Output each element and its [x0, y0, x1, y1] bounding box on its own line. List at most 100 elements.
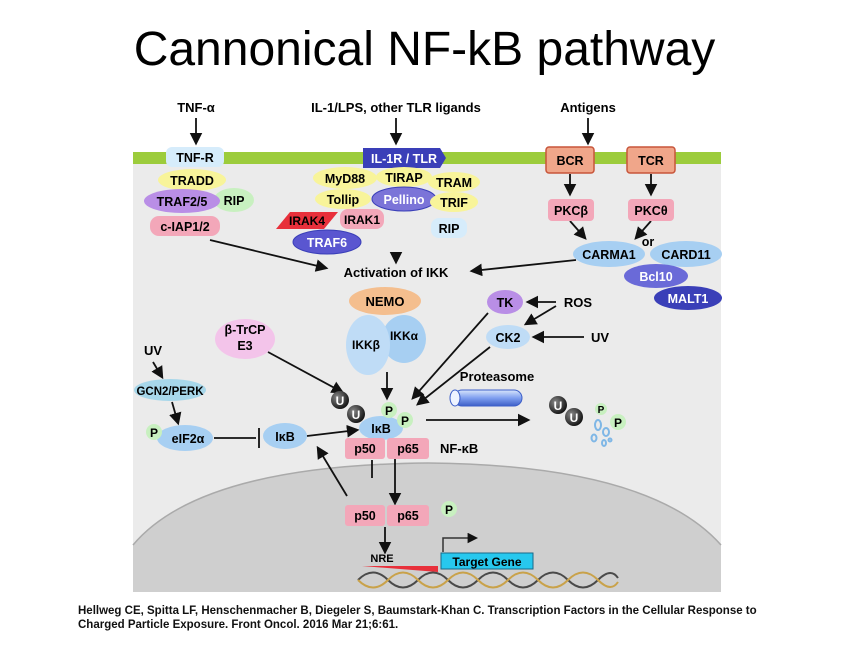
p65-cyto-node: [387, 438, 429, 459]
p65-nucleus-phospho: [441, 501, 457, 517]
svg-text:U: U: [554, 399, 563, 413]
svg-text:TRIF: TRIF: [440, 196, 468, 210]
svg-text:IRAK1: IRAK1: [344, 213, 380, 227]
svg-text:p50: p50: [354, 442, 376, 456]
svg-text:PKCθ: PKCθ: [634, 204, 667, 218]
nemo-node: [349, 287, 421, 315]
svg-text:P: P: [385, 404, 393, 418]
svg-text:BCR: BCR: [556, 154, 583, 168]
citation-line-1: Hellweg CE, Spitta LF, Henschenmacher B,…: [78, 605, 757, 617]
trif-node: [430, 192, 478, 212]
svg-text:TNF-R: TNF-R: [176, 151, 214, 165]
tcr-receptor: [626, 146, 676, 174]
svg-text:E3: E3: [237, 339, 252, 353]
svg-text:U: U: [336, 394, 345, 408]
svg-text:PKCβ: PKCβ: [554, 204, 588, 218]
ikb-bound-node: [359, 416, 403, 440]
rip-node-1: [214, 188, 254, 212]
dna-helix: [357, 571, 619, 589]
traf25-node: [144, 189, 220, 213]
svg-text:IL-1R / TLR: IL-1R / TLR: [371, 152, 437, 166]
svg-text:GCN2/PERK: GCN2/PERK: [136, 386, 204, 398]
ubiquitin-1: [331, 391, 349, 409]
svg-text:Target Gene: Target Gene: [452, 555, 521, 569]
target-gene-box: [440, 552, 534, 570]
tollip-node: [315, 189, 371, 209]
gcn2-perk-node: [134, 379, 206, 401]
svg-text:TRADD: TRADD: [170, 174, 214, 188]
irak1-node: [340, 209, 384, 229]
ikb-phospho-1: [381, 402, 397, 418]
svg-text:p65: p65: [397, 509, 419, 523]
ubiquitin-2: [347, 405, 365, 423]
carma1-node: [573, 241, 645, 267]
svg-text:Tollip: Tollip: [327, 193, 360, 207]
svg-text:Pellino: Pellino: [384, 193, 425, 207]
uv-label-2: UV: [144, 343, 162, 358]
nre-label: NRE: [370, 553, 393, 565]
svg-text:TIRAP: TIRAP: [385, 171, 423, 185]
tirap-node: [376, 167, 432, 187]
il1r-tlr-receptor: [363, 148, 446, 168]
svg-text:P: P: [614, 416, 622, 430]
svg-text:MALT1: MALT1: [668, 292, 709, 306]
myd88-node: [313, 167, 377, 189]
svg-text:U: U: [570, 411, 579, 425]
nucleus: [133, 463, 721, 592]
p50-cyto-node: [345, 438, 385, 459]
or-label: or: [642, 235, 655, 249]
svg-text:RIP: RIP: [439, 222, 460, 236]
irak4-node: [276, 212, 338, 229]
svg-text:IκB: IκB: [371, 422, 390, 436]
rip-node-2: [431, 218, 467, 238]
activation-of-ikk-label: Activation of IKK: [344, 265, 449, 280]
svg-text:P: P: [445, 503, 453, 517]
svg-text:p65: p65: [397, 442, 419, 456]
tnf-r-receptor: [166, 147, 224, 167]
il1-lps-label: IL-1/LPS, other TLR ligands: [311, 100, 481, 115]
ikb-free-node: [263, 423, 307, 449]
svg-text:TRAF2/5: TRAF2/5: [157, 195, 208, 209]
ubiquitin-3: [549, 396, 567, 414]
tnf-alpha-label: TNF-α: [177, 100, 215, 115]
svg-text:IRAK4: IRAK4: [289, 214, 325, 228]
page-title: Cannonical NF-kB pathway: [133, 23, 716, 76]
ubiquitin-4: [565, 408, 583, 426]
svg-text:IκB: IκB: [275, 430, 294, 444]
antigens-label: Antigens: [560, 100, 616, 115]
tram-node: [428, 172, 480, 192]
proteasome-label: Proteasome: [460, 369, 534, 384]
degraded-phospho-1: [595, 403, 607, 415]
svg-text:TCR: TCR: [638, 154, 664, 168]
beta-trcp-e3-node: [215, 319, 275, 359]
svg-text:CARMA1: CARMA1: [582, 248, 636, 262]
traf6-node: [292, 229, 362, 255]
transcription-arrow: [442, 532, 479, 552]
bcl10-node: [624, 264, 688, 288]
p65-nucleus-node: [387, 505, 429, 526]
svg-text:β-TrCP: β-TrCP: [225, 323, 266, 337]
p50-nucleus-node: [345, 505, 385, 526]
svg-text:P: P: [150, 426, 158, 440]
malt1-node: [654, 286, 722, 310]
svg-text:CARD11: CARD11: [661, 248, 710, 262]
svg-text:NEMO: NEMO: [366, 294, 405, 309]
svg-text:Bcl10: Bcl10: [639, 270, 672, 284]
card11-node: [650, 241, 722, 267]
pkc-theta-node: [628, 199, 674, 221]
degraded-fragments: [590, 419, 613, 447]
svg-text:c-IAP1/2: c-IAP1/2: [160, 220, 209, 234]
degraded-phospho-2: [610, 414, 626, 430]
svg-text:MyD88: MyD88: [325, 172, 365, 186]
tk-node: [487, 290, 523, 314]
ikk-beta-node: [346, 315, 390, 375]
svg-text:U: U: [352, 408, 361, 422]
ikk-alpha-node: [382, 315, 426, 363]
bcr-receptor: [545, 146, 595, 174]
svg-text:TK: TK: [497, 296, 514, 310]
eif2a-phospho: [146, 424, 162, 440]
svg-text:TRAM: TRAM: [436, 176, 472, 190]
svg-text:IKKα: IKKα: [390, 329, 419, 343]
ciap-node: [150, 216, 220, 236]
